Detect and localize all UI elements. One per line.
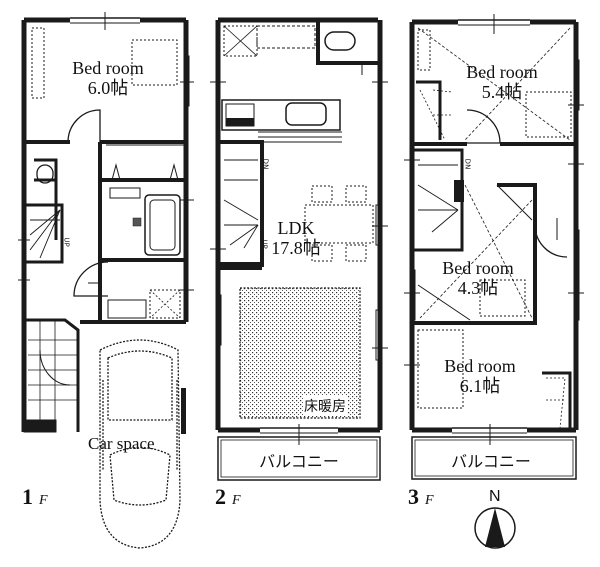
floor-heating-label: 床暖房 [303,396,347,416]
floor-number: 2 [215,484,226,509]
room-size: 17.8帖 [271,238,321,258]
room-label-bedroom-5-4: Bed room 5.4帖 [466,62,538,102]
balcony-label-3f: バルコニー [451,452,531,471]
north-compass-icon [474,507,516,549]
floor-3f-plan [404,14,584,480]
stair-direction-tag: DN [261,158,270,170]
floor-suffix: F [425,493,434,508]
room-name: LDK [277,218,315,238]
room-label-bedroom-6-1: Bed room 6.1帖 [444,356,516,396]
room-label-ldk: LDK 17.8帖 [271,218,321,258]
balcony-label-2f: バルコニー [259,452,339,471]
floor-suffix: F [232,493,241,508]
room-name: Bed room [444,356,516,376]
stair-direction-tag: UP [62,237,71,247]
room-size: 5.4帖 [481,82,523,102]
compass-north-label: N [489,488,501,505]
floor-suffix: F [39,493,48,508]
car-outline [99,339,181,549]
room-name: Bed room [466,62,538,82]
room-label-bedroom-4-3: Bed room 4.3帖 [442,258,514,298]
floor-number: 1 [22,484,33,509]
floor-number: 3 [408,484,419,509]
room-label-bedroom-1f: Bed room 6.0帖 [72,58,144,98]
car-space-label: Car space [88,434,155,453]
floor-1f-plan [18,12,194,549]
room-size: 4.3帖 [457,278,499,298]
stair-direction-tag: UP [260,239,269,249]
room-name: Bed room [442,258,514,278]
room-size: 6.1帖 [459,376,501,396]
stair-direction-tag: DN [463,158,472,170]
room-name: Bed room [72,58,144,78]
room-size: 6.0帖 [87,78,129,98]
